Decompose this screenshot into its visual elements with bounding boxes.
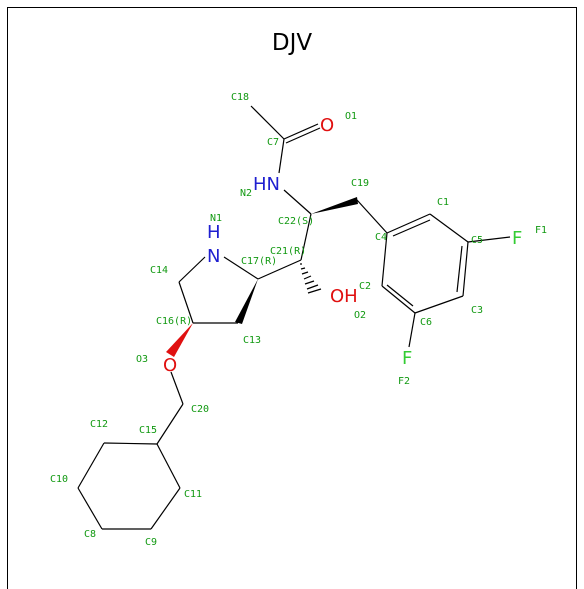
atom-label-c22: C22(S)	[278, 216, 314, 227]
bond-c19-c4	[356, 199, 388, 234]
element-n-amide: HN	[253, 174, 280, 195]
bond-c4-c1	[386, 213, 431, 234]
element-symbols: HN O H N OH O F F	[163, 115, 522, 376]
bond-c6-f2	[408, 312, 416, 348]
bond-c1-c5	[429, 213, 469, 243]
element-n-ring-h: H	[207, 222, 221, 243]
bond-c12-c10	[77, 442, 105, 489]
atom-label-f1: F1	[535, 225, 547, 236]
bond-n2-c22	[283, 189, 312, 215]
atom-label-c19: C19	[351, 178, 369, 189]
atom-label-c10: C10	[50, 474, 68, 485]
bond-c15-c12	[103, 442, 158, 445]
bond-c9-c11	[150, 487, 181, 530]
wedge-c22-c19	[311, 197, 358, 214]
bonds	[77, 105, 511, 530]
atom-label-c13: C13	[243, 335, 261, 346]
atom-label-c1: C1	[437, 197, 449, 208]
bond-c7-o1-a	[283, 123, 319, 140]
atom-label-c14: C14	[150, 265, 168, 276]
atom-label-c7: C7	[267, 137, 279, 148]
bond-c7-n2	[278, 138, 285, 174]
bond-c21-c17	[257, 259, 302, 280]
hash-c21-o2	[300, 263, 322, 294]
atom-label-c21: C21(R)	[270, 246, 306, 257]
atom-label-c12: C12	[90, 419, 108, 430]
atom-label-o2: O2	[354, 310, 366, 321]
element-f1: F	[512, 228, 522, 249]
atom-label-c15: C15	[139, 425, 157, 436]
bond-c6-c2-inner	[386, 284, 414, 307]
element-f2: F	[402, 348, 412, 369]
bond-c4-c1-inner	[392, 219, 431, 237]
bond-c5-c3	[462, 241, 469, 297]
diagram-frame	[7, 7, 577, 589]
element-o-carbonyl: O	[320, 115, 334, 136]
atom-label-c11: C11	[184, 489, 202, 500]
atom-label-c17: C17(R)	[241, 256, 277, 267]
atom-label-c16: C16(R)	[156, 316, 192, 327]
atom-label-o1: O1	[345, 111, 357, 122]
bond-c11-c15	[156, 443, 181, 489]
atom-label-c8: C8	[84, 529, 96, 540]
element-n-ring: N	[207, 246, 220, 267]
bond-c3-c6	[414, 295, 464, 314]
atom-label-c20: C20	[191, 404, 209, 415]
atom-label-c5: C5	[471, 235, 483, 246]
bond-n1-c17	[223, 256, 259, 280]
bond-c20-c15	[156, 403, 184, 445]
atom-label-n2: N2	[240, 188, 252, 199]
diagram-title: DJV	[271, 30, 313, 56]
atom-label-c2: C2	[359, 281, 371, 292]
element-o-ether: O	[163, 355, 177, 376]
atom-labels: C18 O1 C7 N2 C19 C1 N1 C22(S) C4 C5 F1 C…	[50, 92, 547, 548]
wedge-c17-c13	[235, 279, 258, 324]
atom-label-f2: F2	[398, 376, 410, 387]
bond-n1-c14	[178, 256, 206, 283]
atom-label-c3: C3	[471, 305, 483, 316]
bond-c7-o1-b	[285, 127, 321, 144]
element-o-hydroxyl: OH	[330, 286, 358, 307]
atom-label-c18: C18	[231, 92, 249, 103]
atom-label-c9: C9	[145, 537, 157, 548]
bond-c10-c8	[77, 487, 103, 530]
atom-label-c4: C4	[375, 232, 387, 243]
bond-c6-c2	[381, 285, 416, 314]
bond-c2-c4	[381, 232, 388, 287]
atom-label-o3: O3	[136, 354, 148, 365]
wedge-c16-o3	[166, 323, 193, 357]
bond-c18-c7	[250, 105, 285, 140]
atom-label-n1: N1	[210, 213, 222, 224]
bond-c5-f1	[467, 236, 511, 243]
bond-c14-c16	[178, 281, 194, 324]
bond-c5-c3-inner	[456, 245, 463, 293]
bond-o3-c20	[170, 371, 184, 405]
atom-label-c6: C6	[420, 317, 432, 328]
bond-c22-c21	[300, 213, 312, 261]
